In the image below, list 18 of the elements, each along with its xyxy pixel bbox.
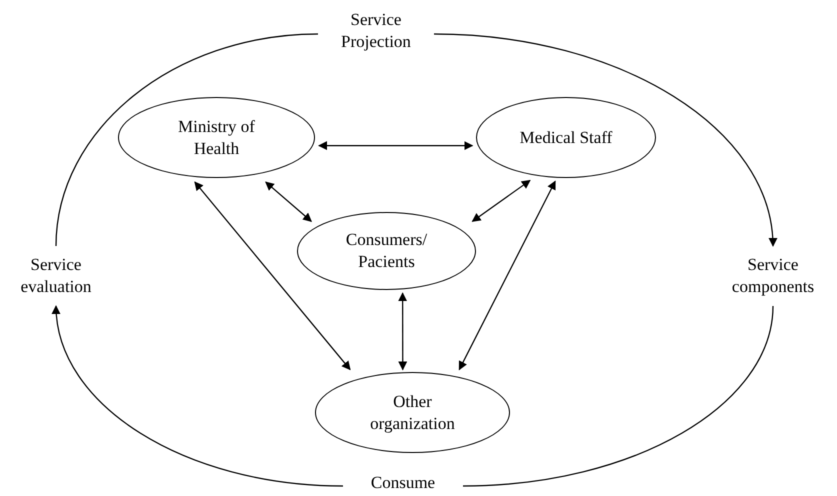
arrow [434, 33, 777, 247]
arrow [265, 181, 312, 222]
ellipse-node: Other organization [315, 372, 510, 453]
text-label: Service evaluation [2, 250, 110, 302]
ellipse-node: Medical Staff [476, 97, 656, 178]
arrow [472, 180, 531, 222]
curved-line [462, 306, 774, 487]
arrow [318, 141, 474, 150]
text-label: Service components [714, 250, 832, 302]
arrow [194, 181, 351, 370]
arrow [398, 292, 408, 370]
arrow [52, 305, 344, 487]
text-label: Consume [345, 472, 461, 494]
ellipse-node: Consumers/ Pacients [297, 212, 476, 290]
arrow [458, 180, 556, 370]
ellipse-node: Ministry of Health [118, 97, 315, 178]
text-label: Service Projection [320, 8, 432, 54]
curved-line [55, 33, 318, 246]
